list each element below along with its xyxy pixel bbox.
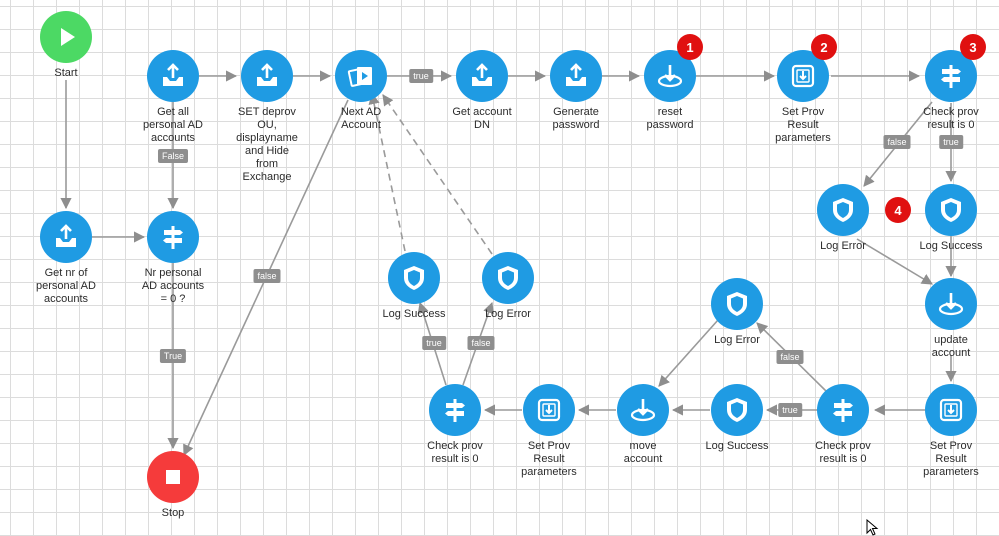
node-label: Log Success	[919, 240, 983, 252]
upload-tray-icon[interactable]	[550, 50, 602, 102]
node-label: SET deprov OU, displayname and Hide from…	[236, 106, 298, 183]
node-label: Check prov result is 0	[427, 440, 483, 465]
mouse-cursor-icon	[866, 519, 879, 536]
play-icon[interactable]	[40, 11, 92, 63]
step-badge: 3	[960, 34, 986, 60]
edge-label-false: false	[776, 350, 804, 364]
upload-tray-icon[interactable]	[40, 211, 92, 263]
step-badge: 1	[677, 34, 703, 60]
upload-tray-icon[interactable]	[147, 50, 199, 102]
download-ellipse-icon[interactable]	[925, 278, 977, 330]
shield-icon[interactable]	[711, 278, 763, 330]
step-badge: 4	[885, 197, 911, 223]
iterator-cards-icon[interactable]	[335, 50, 387, 102]
edge-label-true: true	[409, 69, 433, 83]
shield-icon[interactable]	[711, 384, 763, 436]
edge-label-true: true	[939, 135, 963, 149]
node-label: Set Prov Result parameters	[521, 440, 577, 478]
node-label: Generate password	[552, 106, 600, 131]
download-ellipse-icon[interactable]	[617, 384, 669, 436]
node-label: Get nr of personal AD accounts	[36, 267, 96, 305]
shield-icon[interactable]	[817, 184, 869, 236]
edge-label-true: true	[422, 336, 446, 350]
edge-label-false: False	[157, 149, 189, 163]
node-label: Log Success	[705, 440, 769, 452]
upload-tray-icon[interactable]	[456, 50, 508, 102]
connector-logerr3-nextad	[382, 94, 493, 255]
node-label: Check prov result is 0	[815, 440, 871, 465]
edge-label-false: false	[467, 336, 495, 350]
node-label: Set Prov Result parameters	[775, 106, 831, 144]
signpost-icon[interactable]	[147, 211, 199, 263]
shield-icon[interactable]	[482, 252, 534, 304]
node-label: Get account DN	[452, 106, 512, 131]
upload-tray-icon[interactable]	[241, 50, 293, 102]
node-label: move account	[623, 440, 663, 465]
edge-label-true: true	[778, 403, 802, 417]
connector-logerr2-move	[658, 319, 719, 387]
shield-icon[interactable]	[925, 184, 977, 236]
signpost-icon[interactable]	[817, 384, 869, 436]
node-label: Start	[54, 67, 78, 79]
shield-icon[interactable]	[388, 252, 440, 304]
edge-label-false: false	[253, 269, 281, 283]
connector-logerr1-update	[856, 238, 933, 285]
node-label: reset password	[646, 106, 694, 131]
node-label: Set Prov Result parameters	[923, 440, 979, 478]
node-label: Log Success	[382, 308, 446, 320]
stop-icon[interactable]	[147, 451, 199, 503]
node-label: Log Error	[714, 334, 760, 346]
edge-label-true: True	[159, 349, 187, 363]
step-badge: 2	[811, 34, 837, 60]
edge-label-false: false	[883, 135, 911, 149]
node-label: Check prov result is 0	[923, 106, 979, 131]
node-label: Stop	[161, 507, 185, 519]
node-label: update account	[931, 334, 971, 359]
save-box-icon[interactable]	[523, 384, 575, 436]
node-label: Get all personal AD accounts	[143, 106, 203, 144]
save-box-icon[interactable]	[925, 384, 977, 436]
signpost-icon[interactable]	[429, 384, 481, 436]
node-label: Log Error	[485, 308, 531, 320]
node-label: Log Error	[820, 240, 866, 252]
connector-logsucc3-nextad	[368, 92, 406, 252]
node-label: Next AD Account	[340, 106, 382, 131]
node-label: Nr personal AD accounts = 0 ?	[141, 267, 205, 305]
